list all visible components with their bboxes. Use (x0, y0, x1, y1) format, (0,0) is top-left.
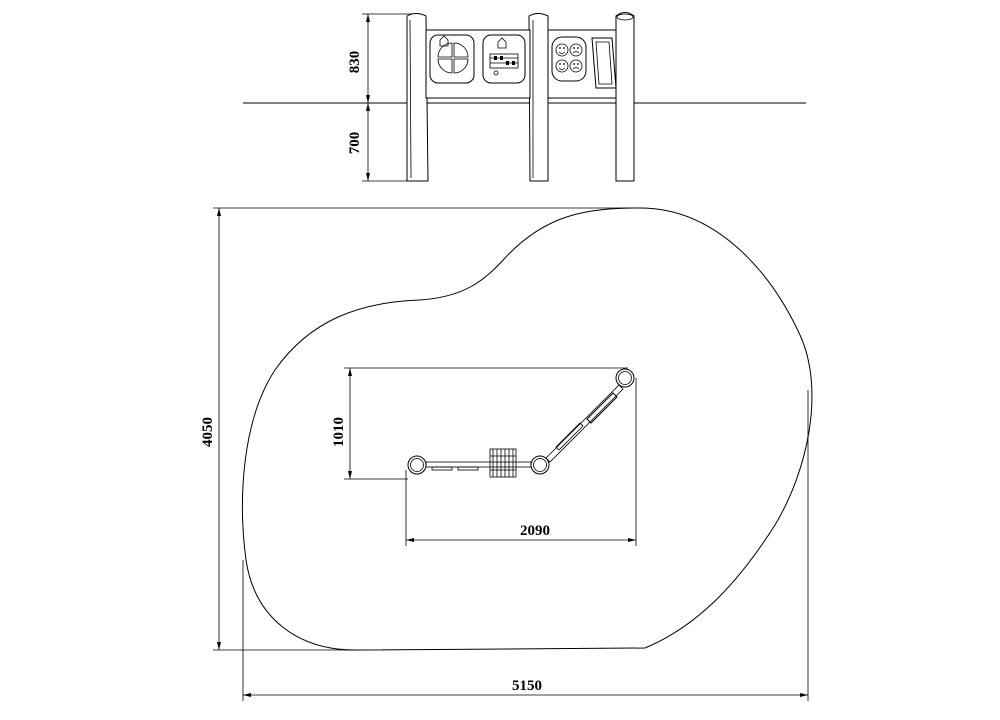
equipment-depth-dimension: 1010 (331, 367, 628, 480)
area-depth-dimension: 4050 (200, 207, 640, 651)
mirror-panel (591, 37, 617, 89)
plan-board-angled (545, 384, 624, 463)
area-width-dimension: 5150 (242, 390, 809, 701)
equipment-length-label: 2090 (520, 523, 550, 539)
post-left (406, 13, 429, 182)
equipment-depth-label: 1010 (331, 417, 347, 447)
area-width-label: 5150 (512, 678, 542, 694)
counter-panel (482, 34, 526, 84)
safety-area-outline (241, 207, 813, 651)
height-above-ground-label: 830 (347, 51, 363, 74)
plan-post-right (615, 368, 635, 388)
equipment-length-dimension: 2090 (405, 378, 637, 546)
plan-board-straight (425, 448, 532, 478)
quadrant-puzzle-panel (429, 34, 475, 84)
height-dimension: 830 700 (347, 13, 418, 182)
depth-below-ground-label: 700 (347, 132, 363, 155)
faces-panel (551, 36, 587, 82)
post-right (615, 12, 635, 182)
post-middle (528, 13, 549, 182)
area-depth-label: 4050 (200, 417, 216, 447)
plan-view: 4050 5150 1010 2090 (200, 207, 813, 701)
plan-post-left (407, 455, 427, 475)
elevation-view: 830 700 (243, 12, 806, 182)
